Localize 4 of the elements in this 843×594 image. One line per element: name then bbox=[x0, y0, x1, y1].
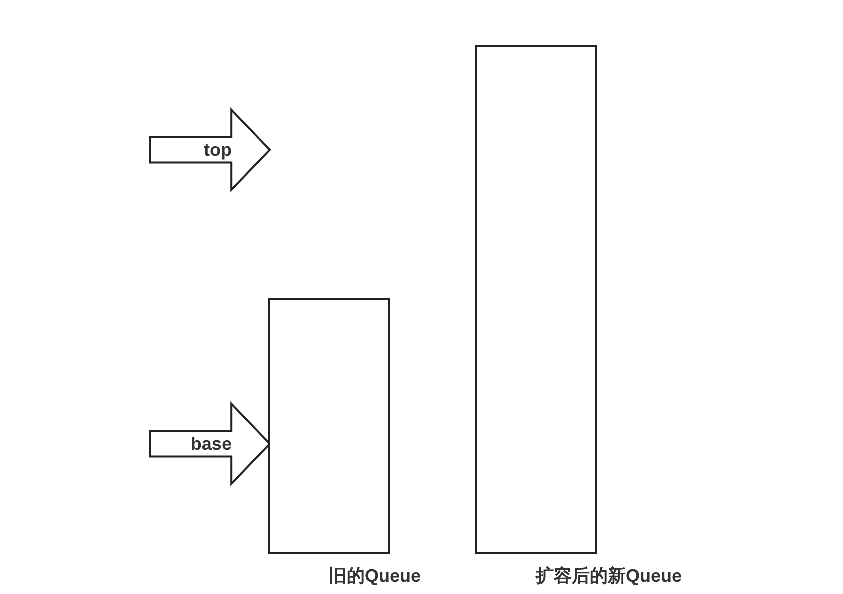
arrow-label: base bbox=[190, 434, 232, 454]
queue-label: 旧的Queue bbox=[329, 566, 422, 586]
arrow-label: top bbox=[202, 140, 232, 160]
queue-label: 扩容后的新Queue bbox=[536, 566, 682, 586]
